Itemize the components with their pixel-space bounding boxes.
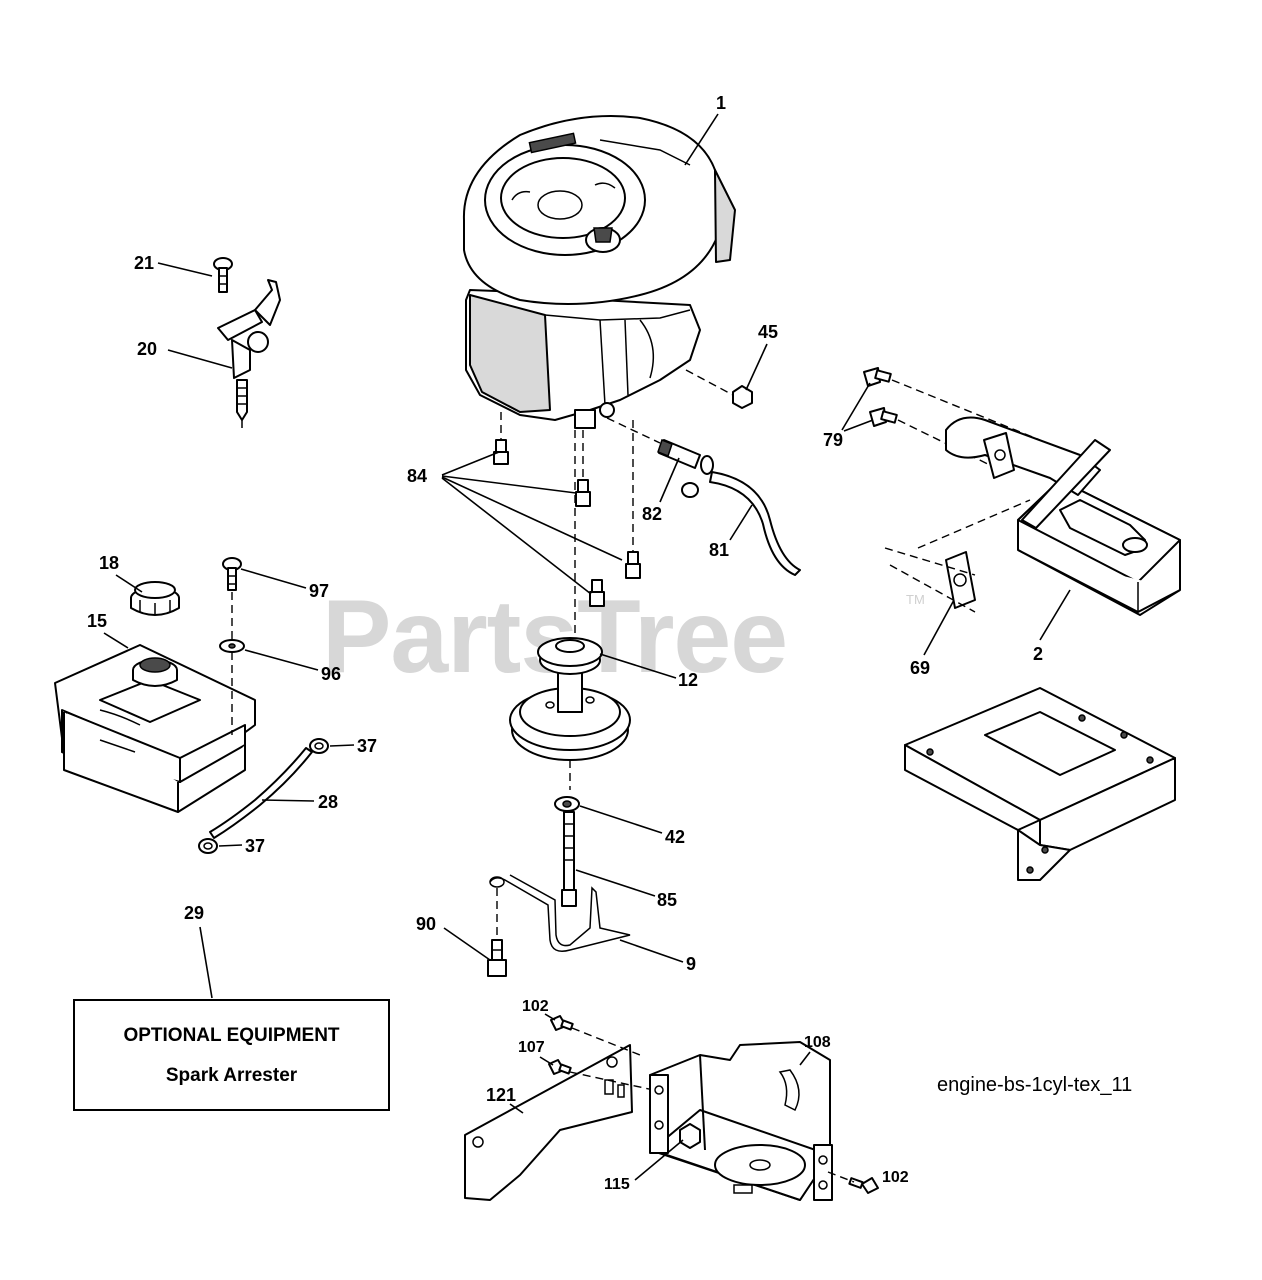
gasket-part-69[interactable] [945,551,976,609]
fuel-line-part-81[interactable] [709,471,801,576]
callout-29: 29 [184,903,204,923]
screw-part-97[interactable] [222,557,242,591]
fuel-cap-part-18[interactable] [130,581,180,616]
engine-base-part-108[interactable] [649,1041,833,1201]
engine-part-1[interactable] [462,115,736,429]
callout-21: 21 [134,253,154,273]
fitting-part-82[interactable] [657,439,714,498]
optional-equipment-title: OPTIONAL EQUIPMENT [123,1025,340,1046]
screw-part-102-top[interactable] [550,1015,574,1031]
callout-42: 42 [665,827,685,847]
nut-part-115[interactable] [679,1123,701,1149]
callout-108: 108 [804,1034,831,1051]
pulley-part-12[interactable] [509,637,631,761]
callout-102-bottom: 102 [882,1169,909,1186]
callout-15: 15 [87,611,107,631]
callout-79: 79 [823,430,843,450]
clamp-part-37-top[interactable] [309,738,329,754]
callout-81: 81 [709,540,729,560]
callout-45: 45 [758,322,778,342]
callout-37-bottom: 37 [245,836,265,856]
heat-shield-part-121[interactable] [464,1044,633,1201]
callout-90: 90 [416,914,436,934]
throttle-control-part-20[interactable] [217,279,281,428]
callout-102-top: 102 [522,998,549,1015]
fuel-tank-part-15[interactable] [54,644,256,813]
callout-84: 84 [407,466,427,486]
washer-part-96[interactable] [219,639,245,653]
callout-82: 82 [642,504,662,524]
optional-equipment-box: OPTIONAL EQUIPMENT Spark Arrester [73,999,390,1111]
bolt-part-85[interactable] [561,811,577,907]
callout-20: 20 [137,339,157,359]
callout-69: 69 [910,658,930,678]
bolt-part-90[interactable] [487,939,507,977]
nut-part-45[interactable] [732,385,753,409]
callout-18: 18 [99,553,119,573]
belt-keeper-part-9[interactable] [489,874,631,952]
callout-85: 85 [657,890,677,910]
watermark-tm: TM [906,592,925,607]
diagram-id-label: engine-bs-1cyl-tex_11 [937,1074,1133,1096]
screw-part-107[interactable] [548,1059,572,1075]
screws-part-79[interactable] [863,367,898,427]
watermark-text: PartsTree [322,579,787,695]
callout-2: 2 [1033,644,1043,664]
callout-121: 121 [486,1085,516,1105]
callout-9: 9 [686,954,696,974]
screw-part-102-bottom[interactable] [848,1177,879,1194]
bolts-part-84[interactable] [493,439,641,607]
callout-96: 96 [321,664,341,684]
fuel-line-part-28[interactable] [209,747,313,839]
callout-115: 115 [604,1176,630,1193]
callout-28: 28 [318,792,338,812]
callout-1: 1 [716,93,726,113]
clamp-part-37-bottom[interactable] [198,838,218,854]
screw-part-21[interactable] [213,257,233,293]
mounting-bracket-plate[interactable] [904,687,1176,881]
callout-12: 12 [678,670,698,690]
callout-107: 107 [518,1039,545,1056]
washer-part-42[interactable] [554,796,580,812]
spark-arrester-label: Spark Arrester [165,1065,298,1086]
callout-37-top: 37 [357,736,377,756]
muffler-part-2[interactable] [945,416,1181,616]
callout-97: 97 [309,581,329,601]
